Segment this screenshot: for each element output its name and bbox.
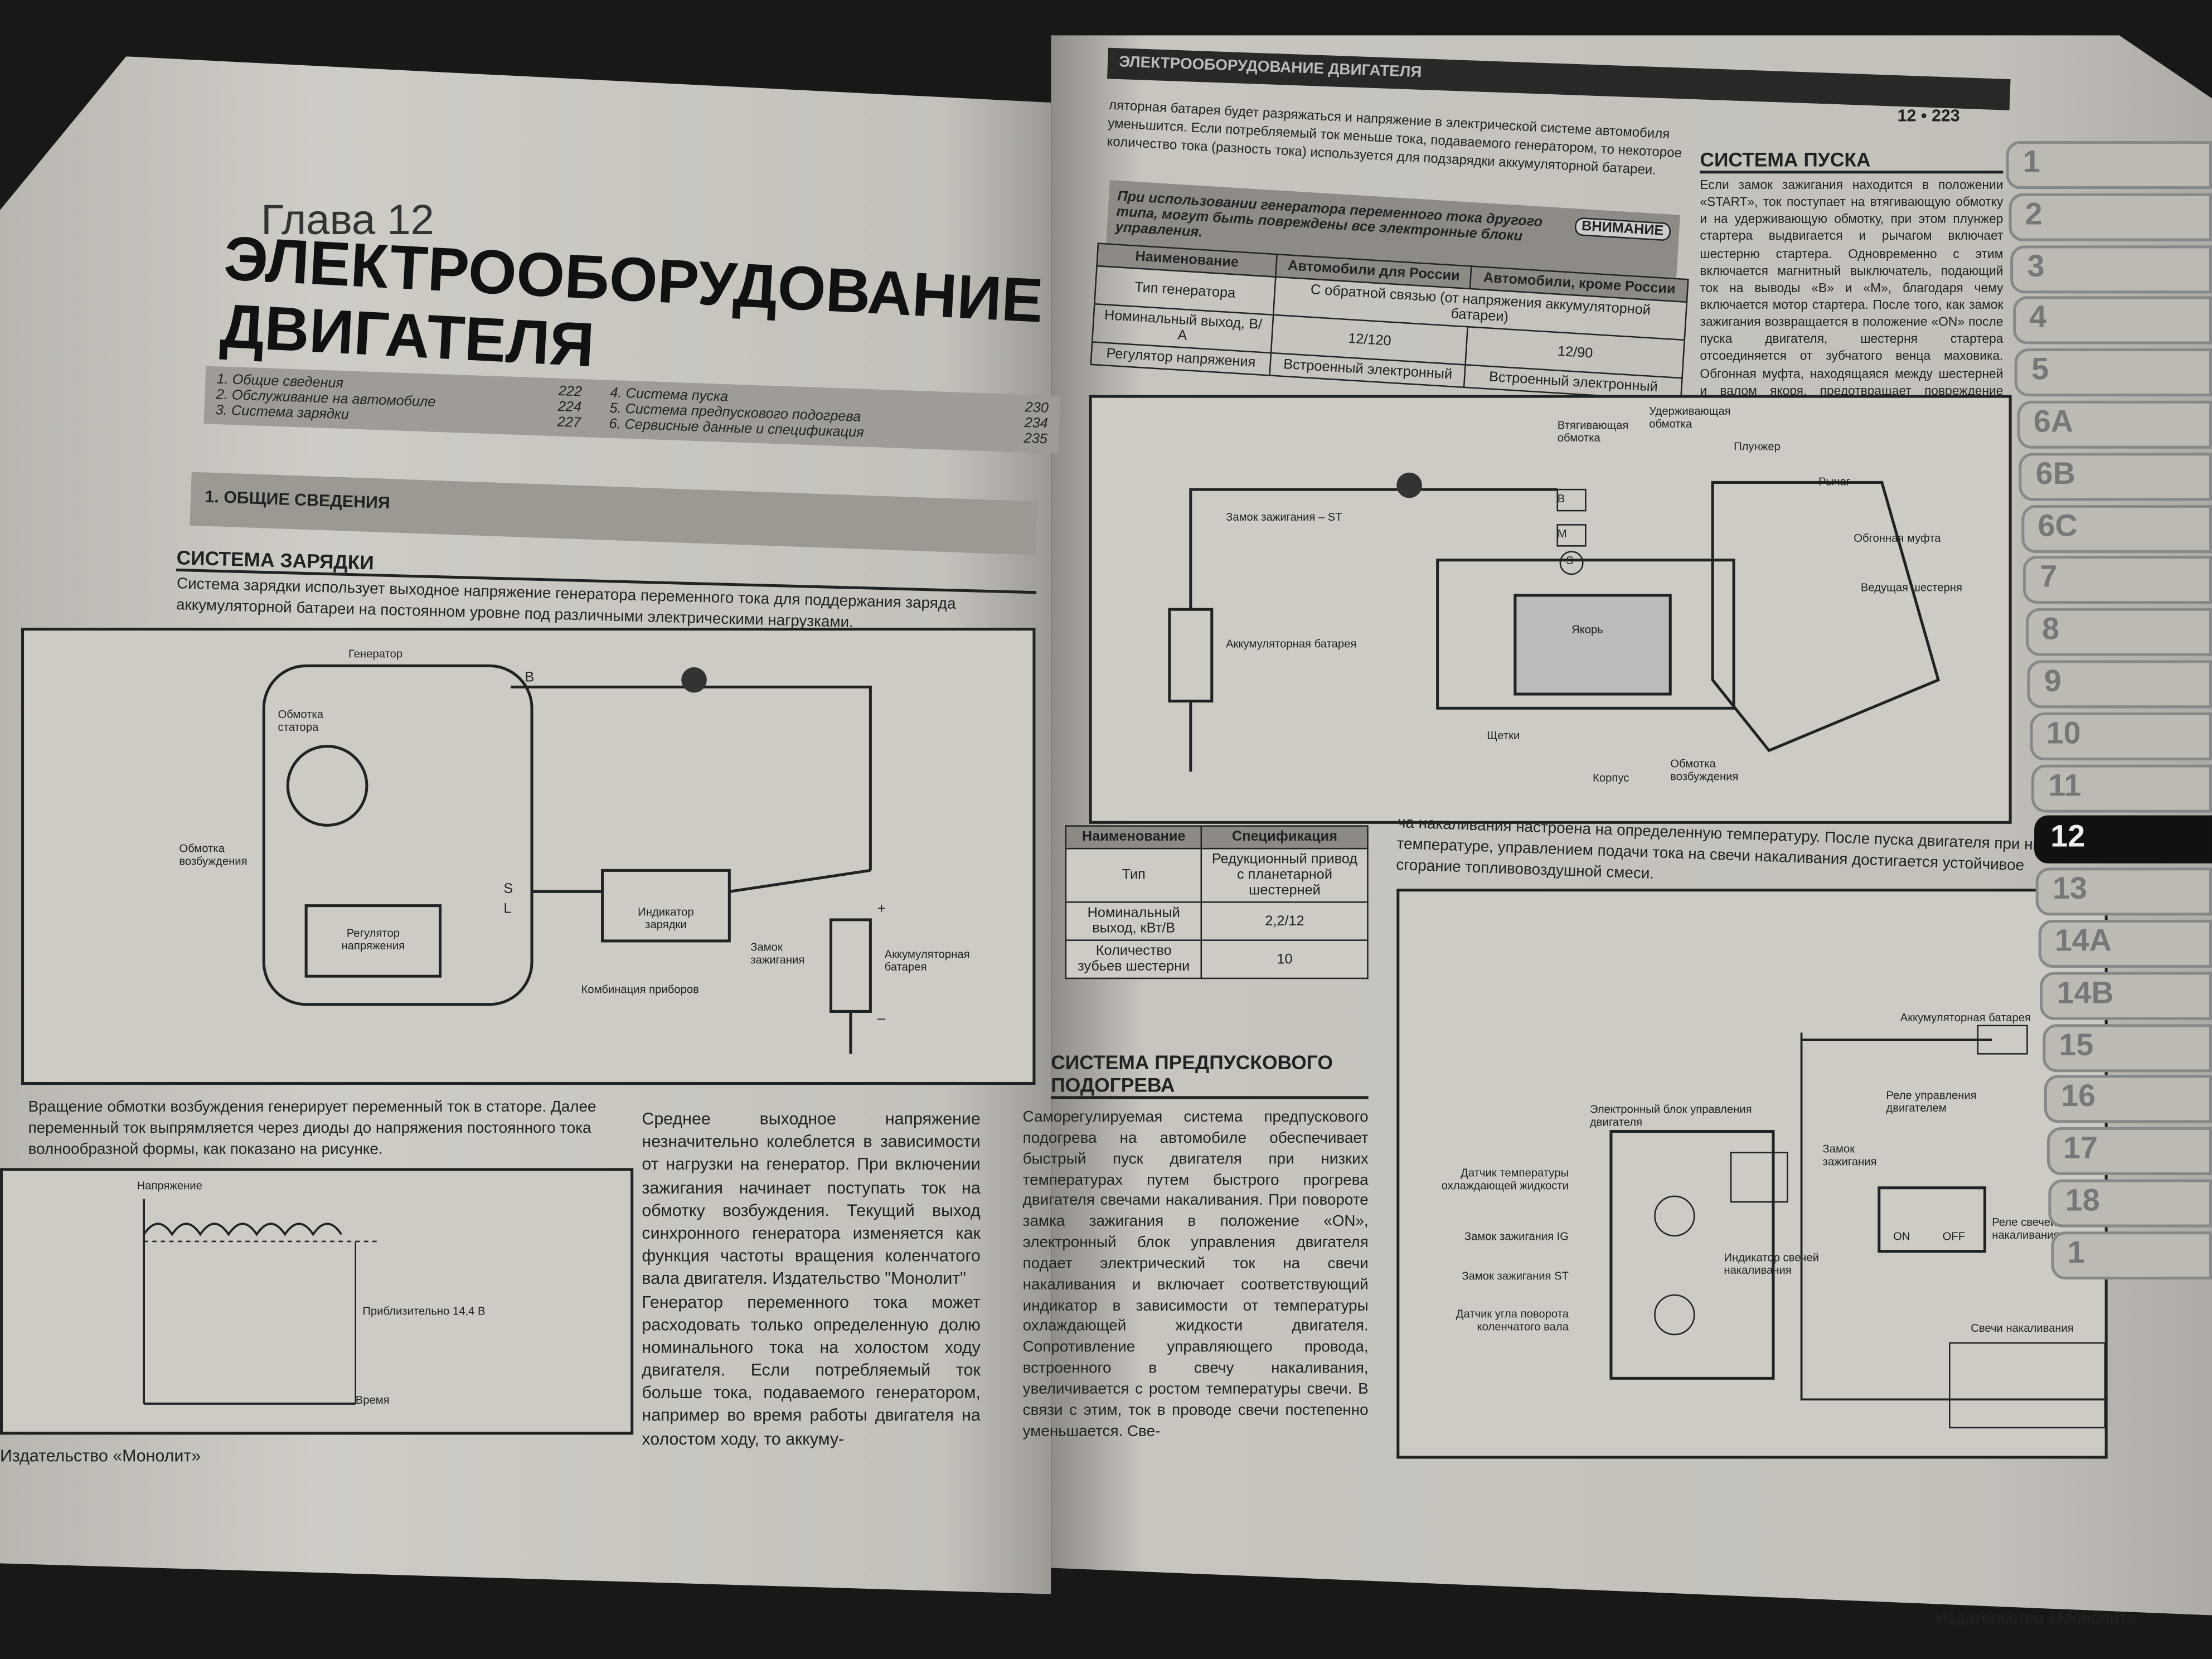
label-ignition-st: Замок зажигания ST (1462, 1269, 1569, 1283)
label-ignition-ig: Замок зажигания IG (1464, 1230, 1569, 1243)
label-housing: Корпус (1593, 772, 1629, 785)
label-battery: Аккумуляторная батарея (1900, 1011, 2031, 1025)
label-coolant-sensor: Датчик температуры охлаждающей жидкости (1441, 1166, 1569, 1192)
battery-plus: + (877, 901, 886, 917)
label-glow-indicator: Индикатор свечей накаливания (1724, 1251, 1819, 1277)
chapter-tab[interactable]: 6C (2021, 504, 2212, 552)
terminal-b: B (525, 670, 535, 686)
label-ecu: Электронный блок управления двигателя (1589, 1103, 1752, 1129)
label-cluster: Комбинация приборов (581, 983, 699, 996)
label-hold-coil: Удерживающая обмотка (1649, 405, 1731, 430)
terminal-s: S (1565, 554, 1574, 567)
chapter-tab[interactable]: 16 (2044, 1075, 2212, 1124)
label-pull-in-coil: Втягивающая обмотка (1557, 419, 1629, 445)
chapter-tab[interactable]: 1 (2050, 1231, 2212, 1279)
graph-annotation: Приблизительно 14,4 В (362, 1304, 486, 1318)
label-ignition: Замок зажигания (1822, 1142, 1877, 1168)
chapter-tab[interactable]: 18 (2048, 1179, 2212, 1228)
chapter-tab[interactable]: 4 (2012, 297, 2212, 345)
paragraph-output: Среднее выходное напряжение незначительн… (642, 1109, 981, 1448)
preheat-heading: СИСТЕМА ПРЕДПУСКОВОГО ПОДОГРЕВА (1051, 1051, 1369, 1099)
label-field-winding: Обмотка возбуждения (179, 842, 248, 868)
terminal-b: B (1557, 492, 1565, 505)
left-footer: Издательство «Монолит» (0, 1445, 201, 1466)
chapter-tab[interactable]: 15 (2042, 1023, 2212, 1072)
chapter-tab[interactable]: 17 (2046, 1127, 2212, 1176)
paragraph-rectification: Вращение обмотки возбуждения генерирует … (28, 1099, 596, 1158)
chapter-tab[interactable]: 2 (2008, 193, 2212, 241)
terminal-s: S (503, 881, 513, 898)
chapter-tab[interactable]: 13 (2035, 867, 2212, 916)
label-overrunning-clutch: Обгонная муфта (1854, 532, 1941, 545)
chapter-tab[interactable]: 14B (2040, 971, 2212, 1020)
chapter-tab[interactable]: 7 (2022, 556, 2212, 605)
chapter-tab[interactable]: 5 (2014, 348, 2212, 397)
graph-x-label: Время (355, 1394, 390, 1407)
chapter-label: Глава 12 (261, 197, 434, 244)
chapter-tab[interactable]: 8 (2025, 608, 2212, 657)
warning-badge: ВНИМАНИЕ (1574, 217, 1671, 241)
relay-off-label: OFF (1942, 1230, 1966, 1243)
label-armature: Якорь (1571, 623, 1603, 637)
start-system-heading: СИСТЕМА ПУСКА (1700, 148, 2004, 174)
label-pinion: Ведущая шестерня (1860, 581, 1962, 594)
page-number: 12 • 223 (1897, 105, 1960, 126)
preheat-text: Саморегулируемая система предпускового п… (1022, 1109, 1369, 1440)
chapter-tab[interactable]: 14A (2038, 919, 2212, 968)
chapter-tab[interactable]: 9 (2027, 660, 2212, 709)
chapter-tab[interactable]: 6B (2019, 452, 2212, 501)
starter-diagram: B M S Втягивающая обмотка Удерживающая о… (1089, 395, 2012, 824)
voltage-waveform (143, 1199, 377, 1405)
relay-on-label: ON (1893, 1230, 1910, 1243)
chapter-tab[interactable]: 11 (2031, 764, 2212, 812)
chapter-tab[interactable]: 1 (2006, 141, 2212, 190)
label-engine-relay: Реле управления двигателем (1886, 1089, 1977, 1115)
label-lever: Рычаг (1818, 475, 1851, 488)
terminal-m: M (1557, 527, 1567, 541)
label-plunger: Плунжер (1734, 440, 1781, 453)
label-battery: Аккумуляторная батарея (1226, 637, 1357, 651)
label-generator: Генератор (348, 647, 403, 661)
label-stator: Обмотка статора (278, 708, 324, 734)
label-glow-plugs: Свечи накаливания (1971, 1322, 2074, 1335)
graph-y-label: Напряжение (137, 1179, 202, 1192)
label-indicator: Индикатор зарядки (638, 905, 694, 932)
chapter-tab[interactable]: 3 (2010, 245, 2212, 293)
preheat-circuit-lines (1609, 1025, 2105, 1429)
terminal-l: L (503, 901, 512, 917)
label-glow-relay: Реле свечей накаливания (1992, 1216, 2060, 1241)
chapter-tab[interactable]: 10 (2029, 712, 2212, 760)
battery-minus: – (877, 1011, 886, 1027)
voltage-graph: Напряжение Приблизительно 14,4 В Время (0, 1168, 634, 1435)
chapter-tab[interactable]: 12 (2033, 816, 2212, 864)
preheat-diagram: Аккумуляторная батарея Реле управления д… (1396, 889, 2108, 1459)
label-regulator: Регулятор напряжения (341, 926, 405, 953)
label-crank-sensor: Датчик угла поворота коленчатого вала (1456, 1307, 1569, 1333)
start-system-text: Если замок зажигания находится в положен… (1700, 177, 2004, 415)
starter-circuit-lines (1168, 472, 1941, 772)
right-footer: Издательство «Монолит» (1935, 1608, 2137, 1628)
label-ignition-st: Замок зажигания – ST (1226, 511, 1342, 523)
charging-circuit-lines (262, 664, 872, 1054)
label-field-winding: Обмотка возбуждения (1670, 757, 1739, 783)
label-brushes: Щетки (1487, 729, 1520, 743)
charging-diagram: Генератор Обмотка статора Обмотка возбуж… (21, 628, 1036, 1085)
chapter-tab[interactable]: 6A (2016, 400, 2212, 449)
label-battery: Аккумуляторная батарея (884, 948, 970, 974)
label-ignition: Замок зажигания (750, 940, 805, 967)
